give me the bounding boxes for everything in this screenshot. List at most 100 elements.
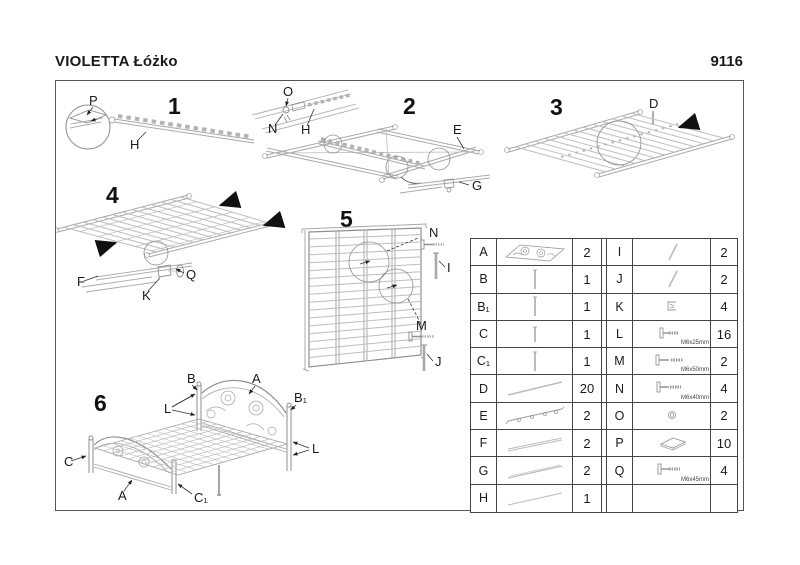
table-gap xyxy=(602,266,607,294)
step-4-diagram: 4 F K xyxy=(56,182,286,303)
part-icon-rod xyxy=(633,266,711,294)
table-gap xyxy=(602,320,607,349)
part-icon-post xyxy=(497,320,573,349)
part-id: C xyxy=(471,320,497,349)
label-l-right: L xyxy=(312,441,319,456)
part-id: N xyxy=(607,375,633,403)
part-icon-hook-bracket xyxy=(497,402,573,431)
part-qty: 2 xyxy=(573,402,602,431)
part-icon-clip-bracket xyxy=(633,293,711,321)
label-c1: C₁ xyxy=(194,490,208,505)
part-icon-rail xyxy=(497,457,573,485)
part-icon-bolt: M6x45mm xyxy=(633,457,711,485)
part-icon-rod xyxy=(633,239,711,267)
step-4-number: 4 xyxy=(106,182,119,208)
part-qty: 2 xyxy=(573,457,602,485)
part-qty: 20 xyxy=(573,375,602,403)
part-qty: 16 xyxy=(711,321,737,349)
part-qty: 4 xyxy=(711,294,737,321)
part-icon-washer-plate xyxy=(633,430,711,458)
part-qty: 2 xyxy=(711,239,737,267)
diagram-frame: 1 P H 2 O xyxy=(55,80,744,513)
table-gap xyxy=(602,430,607,458)
label-b: B xyxy=(187,371,196,386)
label-c: C xyxy=(64,454,73,469)
part-icon-empty xyxy=(633,484,711,512)
label-n2: N xyxy=(429,225,438,240)
push-arrow xyxy=(262,210,286,229)
part-icon-post xyxy=(497,293,573,321)
step-2-diagram: 2 O N H xyxy=(251,84,491,194)
part-icon-headboard-ornament xyxy=(497,239,573,267)
parts-table: A 2 I 2 B 1 J 2 B₁ 1 K 4 C 1 xyxy=(470,238,738,513)
assembly-diagrams: 1 P H 2 O xyxy=(56,84,735,505)
part-id xyxy=(607,484,633,512)
label-e: E xyxy=(453,122,462,137)
label-a-top: A xyxy=(252,371,261,386)
part-icon-slat xyxy=(497,375,573,403)
part-icon-bolt: M6x50mm xyxy=(633,348,711,376)
label-f: F xyxy=(77,274,85,289)
part-id: O xyxy=(607,402,633,431)
table-gap xyxy=(602,239,607,267)
part-id: B xyxy=(471,266,497,294)
part-id: H xyxy=(471,484,497,512)
part-qty: 4 xyxy=(711,457,737,485)
part-qty: 4 xyxy=(711,375,737,403)
step-6-diagram: 6 xyxy=(64,371,319,505)
step-3-number: 3 xyxy=(550,94,563,120)
label-h2: H xyxy=(301,122,310,137)
part-id: E xyxy=(471,402,497,431)
part-id: P xyxy=(607,430,633,458)
label-a-bottom: A xyxy=(118,488,127,503)
bolt-size-label: M6x40mm xyxy=(680,394,709,401)
table-gap xyxy=(602,348,607,376)
table-gap xyxy=(602,484,607,512)
table-gap xyxy=(602,457,607,485)
part-id: B₁ xyxy=(471,293,497,321)
part-qty: 1 xyxy=(573,348,602,376)
part-id: I xyxy=(607,239,633,267)
part-icon-bolt: M6x25mm xyxy=(633,320,711,349)
part-qty: 2 xyxy=(711,348,737,376)
push-arrow xyxy=(677,112,701,131)
push-arrow xyxy=(218,190,242,209)
step-1-number: 1 xyxy=(168,93,181,119)
part-qty: 10 xyxy=(711,430,737,458)
part-id: L xyxy=(607,320,633,349)
step-6-number: 6 xyxy=(94,390,107,416)
label-h: H xyxy=(130,137,139,152)
part-icon-nut xyxy=(633,402,711,431)
label-p: P xyxy=(89,93,98,108)
label-j: J xyxy=(435,354,442,369)
part-qty: 1 xyxy=(573,484,602,512)
part-id: M xyxy=(607,348,633,376)
label-m: M xyxy=(416,318,427,333)
part-qty: 2 xyxy=(573,430,602,458)
step-3-diagram: 3 D xyxy=(504,94,735,178)
part-id: K xyxy=(607,293,633,321)
label-n: N xyxy=(268,121,277,136)
part-qty xyxy=(711,485,737,512)
part-id: Q xyxy=(607,457,633,485)
part-qty: 2 xyxy=(711,403,737,431)
bolt-size-label: M6x45mm xyxy=(680,476,709,483)
step-1-diagram: 1 P H xyxy=(65,93,255,152)
label-k: K xyxy=(142,288,151,303)
table-gap xyxy=(602,402,607,431)
step-5-number: 5 xyxy=(340,206,353,232)
part-id: C₁ xyxy=(471,348,497,376)
bolt-size-label: M6x25mm xyxy=(680,340,709,347)
part-icon-post xyxy=(497,348,573,376)
part-qty: 2 xyxy=(573,239,602,267)
table-gap xyxy=(602,375,607,403)
doc-code: 9116 xyxy=(710,53,743,70)
step-5-diagram: 5 N I M xyxy=(301,206,451,372)
push-arrow xyxy=(94,239,118,258)
label-q: Q xyxy=(186,267,196,282)
table-gap xyxy=(602,293,607,321)
part-id: F xyxy=(471,430,497,458)
part-icon-rail xyxy=(497,484,573,512)
part-id: G xyxy=(471,457,497,485)
